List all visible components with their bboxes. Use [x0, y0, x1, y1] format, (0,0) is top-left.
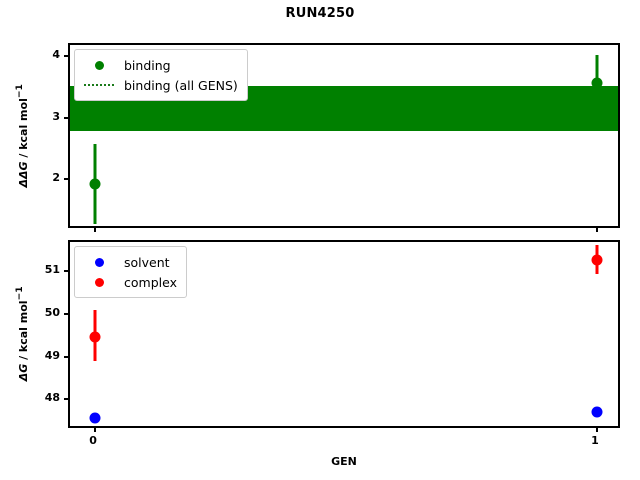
bottom-y-axis-label-symbol: ΔG	[16, 363, 30, 382]
datapoint-binding-gen0[interactable]	[89, 178, 101, 190]
datapoint-binding-gen1[interactable]	[591, 77, 603, 89]
top-y-axis-label-units: / kcal mol	[16, 97, 30, 161]
legend-item-binding[interactable]: binding	[82, 55, 238, 75]
y-tick-top-2	[64, 178, 70, 181]
top-legend[interactable]: binding binding (all GENS)	[74, 49, 248, 101]
x-tick-label-0: 0	[89, 434, 97, 447]
top-y-axis-label-symbol: ΔΔG	[16, 160, 30, 188]
top-axes-binding: 2 3 4 binding binding (all GENS)	[52, 43, 620, 232]
y-tick-label-bottom-51: 51	[44, 263, 60, 277]
datapoint-complex-gen1[interactable]	[591, 254, 603, 266]
x-tick-top-0	[94, 226, 97, 232]
legend-marker-dot-icon	[82, 277, 116, 287]
legend-label-solvent: solvent	[124, 254, 170, 270]
y-tick-label-bottom-48: 48	[44, 391, 60, 405]
x-tick-bottom-1	[595, 426, 598, 432]
legend-label-complex: complex	[124, 274, 177, 290]
legend-item-complex[interactable]: complex	[82, 272, 177, 292]
y-tick-bottom-51	[64, 270, 70, 273]
datapoint-complex-gen0[interactable]	[89, 331, 101, 343]
top-y-axis-label: ΔΔG / kcal mol−1	[14, 40, 30, 230]
y-tick-bottom-49	[64, 355, 70, 358]
y-tick-top-4	[64, 55, 70, 58]
y-tick-top-3	[64, 116, 70, 119]
y-tick-bottom-48	[64, 398, 70, 401]
bottom-legend[interactable]: solvent complex	[74, 246, 187, 298]
y-tick-label-top-4: 4	[52, 48, 60, 62]
bottom-plot-area	[70, 242, 618, 426]
legend-item-binding-all-gens[interactable]: binding (all GENS)	[82, 75, 238, 95]
y-tick-label-bottom-50: 50	[44, 305, 60, 319]
legend-item-solvent[interactable]: solvent	[82, 252, 177, 272]
bottom-y-axis-label-exponent: −1	[14, 286, 26, 301]
top-y-axis-label-exponent: −1	[14, 83, 26, 98]
y-tick-label-top-2: 2	[52, 171, 60, 185]
x-tick-top-1	[595, 226, 598, 232]
legend-marker-dot-icon	[82, 60, 116, 70]
legend-label-binding: binding	[124, 57, 171, 73]
y-tick-label-bottom-49: 49	[44, 348, 60, 362]
bottom-axes-free-energy: 48 49 50 51 solvent complex	[45, 240, 620, 432]
y-tick-label-top-3: 3	[52, 109, 60, 123]
figure-title: RUN4250	[285, 6, 355, 21]
legend-dotted-line-icon	[82, 84, 116, 86]
y-tick-bottom-50	[64, 312, 70, 315]
datapoint-solvent-gen1[interactable]	[591, 406, 603, 418]
bottom-y-axis-label-units: / kcal mol	[16, 300, 30, 364]
datapoint-solvent-gen0[interactable]	[89, 412, 101, 424]
legend-marker-dot-icon	[82, 257, 116, 267]
legend-label-binding-all-gens: binding (all GENS)	[124, 77, 238, 93]
x-axis-label: GEN	[331, 455, 357, 468]
bottom-y-axis-label: ΔG / kcal mol−1	[14, 239, 30, 429]
x-tick-bottom-0	[94, 426, 97, 432]
x-tick-label-1: 1	[591, 434, 599, 447]
